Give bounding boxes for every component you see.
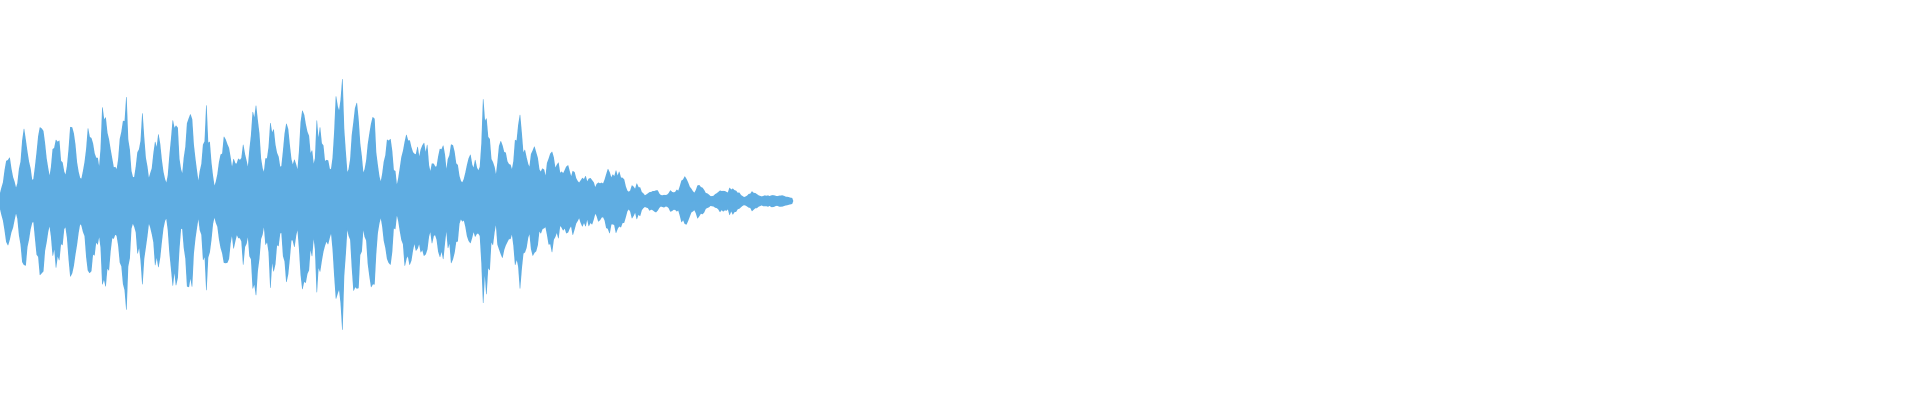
waveform-shapes: [0, 79, 794, 330]
waveform-shape: [0, 79, 794, 330]
